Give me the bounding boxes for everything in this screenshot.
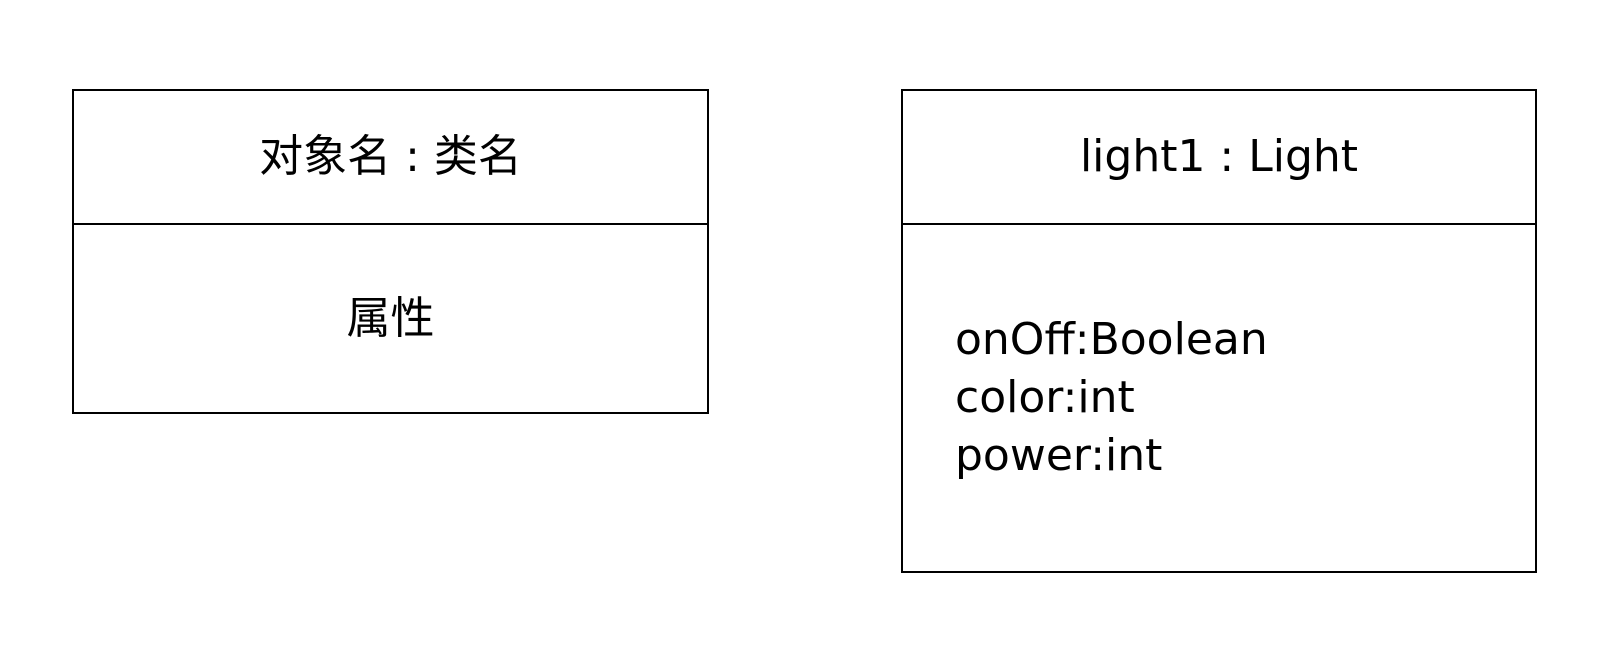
object-name-header: 对象名 : 类名	[74, 91, 707, 225]
attributes-label: 属性	[346, 292, 435, 344]
uml-object-light1-box: light1 : Light onOff:Boolean color:int p…	[901, 89, 1537, 573]
attributes-section: onOff:Boolean color:int power:int	[903, 225, 1535, 571]
attribute-color: color:int	[955, 372, 1135, 423]
object-name-header: light1 : Light	[903, 91, 1535, 225]
attribute-power: power:int	[955, 430, 1163, 481]
attributes-section: 属性	[74, 225, 707, 412]
attribute-onoff: onOff:Boolean	[955, 314, 1268, 365]
uml-object-notation-box: 对象名 : 类名 属性	[72, 89, 709, 414]
